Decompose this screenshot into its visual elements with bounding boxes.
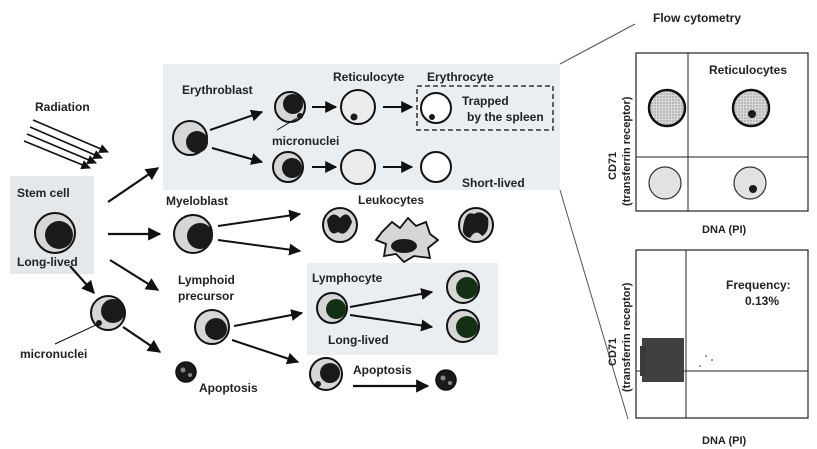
- frequency-label: Frequency:: [726, 278, 791, 292]
- lymph-long-lived-label: Long-lived: [328, 333, 389, 347]
- lymphoid-label-line2: precursor: [178, 289, 234, 303]
- top-xaxis-label: DNA (PI): [702, 224, 747, 236]
- apoptotic-cell-right-icon: [436, 370, 456, 390]
- lymphocyte-daughter-bottom-icon: [447, 310, 479, 342]
- erythrocyte-label: Erythrocyte: [427, 70, 494, 84]
- bottom-yaxis-label-line1: CD71: [607, 338, 619, 366]
- erythroblast-label: Erythroblast: [182, 83, 253, 97]
- apoptosis-right-label: Apoptosis: [353, 363, 412, 377]
- lymphocyte-daughter-top-icon: [447, 271, 479, 303]
- lymphoid-precursor-icon: [195, 310, 229, 344]
- top-yaxis-label-line2: (transferrin receptor): [621, 96, 633, 206]
- reticulocytes-quadrant-label: Reticulocytes: [709, 63, 787, 77]
- damaged-lymphoid-icon: [310, 358, 342, 390]
- trapped-label-line2: by the spleen: [467, 110, 544, 124]
- bottom-xaxis-label: DNA (PI): [702, 435, 747, 447]
- neutrophil-icon: [323, 208, 357, 242]
- granulocyte-icon: [459, 208, 493, 242]
- reticulocyte-label: Reticulocyte: [333, 70, 405, 84]
- erythrocyte-normal-icon: [421, 152, 451, 182]
- macrophage-icon: [376, 218, 438, 262]
- lymphocyte-label: Lymphocyte: [312, 271, 383, 285]
- micronuclei-left-label: micronuclei: [20, 347, 87, 361]
- reticulocyte-micronucleated-icon: [341, 90, 375, 124]
- top-yaxis-label-line1: CD71: [607, 152, 619, 180]
- erythroblast-normal-icon: [273, 152, 303, 182]
- apoptotic-cell-left-icon: [176, 362, 196, 382]
- stem-long-lived-label: Long-lived: [17, 255, 78, 269]
- micronuclei-pointer: [55, 324, 98, 344]
- lymphoid-label-line1: Lymphoid: [178, 273, 235, 287]
- flow-panel-bottom: [636, 250, 808, 418]
- myeloblast-label: Myeloblast: [166, 194, 228, 208]
- apoptosis-left-label: Apoptosis: [199, 381, 258, 395]
- erythroblast-icon: [173, 121, 208, 155]
- zoom-line-bottom: [560, 190, 628, 419]
- short-lived-label: Short-lived: [462, 176, 525, 190]
- micronuclei-mid-label: micronuclei: [272, 134, 339, 148]
- myeloid-arrows: [218, 214, 300, 251]
- stem-cell-label: Stem cell: [17, 186, 70, 200]
- bottom-yaxis-label-line2: (transferrin receptor): [621, 282, 633, 392]
- cd71-neg-dna-neg-cell-icon: [649, 167, 681, 199]
- erythroblast-micronucleus-icon: [275, 92, 305, 122]
- lymphocyte-icon: [317, 293, 347, 323]
- radiation-label: Radiation: [35, 100, 90, 114]
- cd71-pos-dna-pos-cell-icon: [733, 90, 769, 126]
- stem-cell-icon: [35, 213, 75, 253]
- reticulocyte-normal-icon: [341, 150, 375, 184]
- zoom-line-top: [560, 24, 635, 64]
- cd71-pos-dna-neg-cell-icon: [649, 90, 685, 126]
- frequency-value: 0.13%: [745, 294, 779, 308]
- myeloblast-icon: [174, 215, 213, 253]
- erythrocyte-micronucleated-icon: [421, 93, 451, 123]
- flow-cytometry-title: Flow cytometry: [653, 11, 741, 25]
- radiation-arrows-icon: [24, 120, 108, 168]
- leukocytes-label: Leukocytes: [358, 193, 424, 207]
- trapped-label-line1: Trapped: [462, 94, 509, 108]
- cd71-neg-dna-pos-cell-icon: [734, 167, 766, 199]
